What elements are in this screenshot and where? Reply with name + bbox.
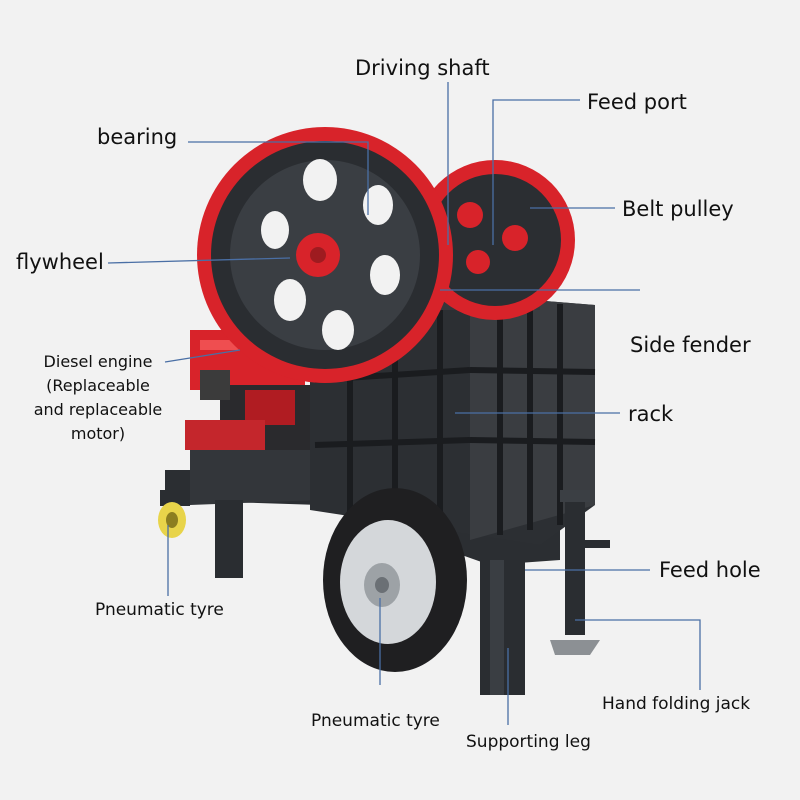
label-feed-hole: Feed hole	[659, 558, 761, 582]
main-tyre	[323, 488, 467, 672]
diesel-engine-line3: and replaceable	[33, 400, 163, 419]
label-feed-port: Feed port	[587, 90, 687, 114]
diesel-engine-line1: Diesel engine	[43, 352, 153, 371]
label-hand-folding-jack: Hand folding jack	[602, 694, 751, 714]
diesel-engine-line2: (Replaceable	[46, 376, 150, 395]
label-rack: rack	[628, 402, 674, 426]
label-driving-shaft: Driving shaft	[355, 56, 490, 80]
label-diesel-engine: Diesel engine (Replaceable and replaceab…	[18, 350, 178, 446]
label-bearing: bearing	[97, 125, 178, 149]
leader-lines	[107, 82, 701, 725]
label-pneumatic-tyre-center: Pneumatic tyre	[311, 711, 440, 731]
label-pneumatic-tyre-left: Pneumatic tyre	[95, 600, 224, 620]
hand-folding-jack	[550, 490, 610, 655]
label-belt-pulley: Belt pulley	[622, 197, 734, 221]
flywheel-wheel	[197, 127, 453, 383]
label-flywheel: flywheel	[16, 250, 104, 274]
label-side-fender: Side fender	[630, 333, 751, 357]
caster-tyre	[158, 490, 190, 538]
belt-pulley	[415, 160, 575, 320]
label-supporting-leg: Supporting leg	[466, 732, 591, 752]
diesel-engine-line4: motor)	[70, 424, 126, 443]
